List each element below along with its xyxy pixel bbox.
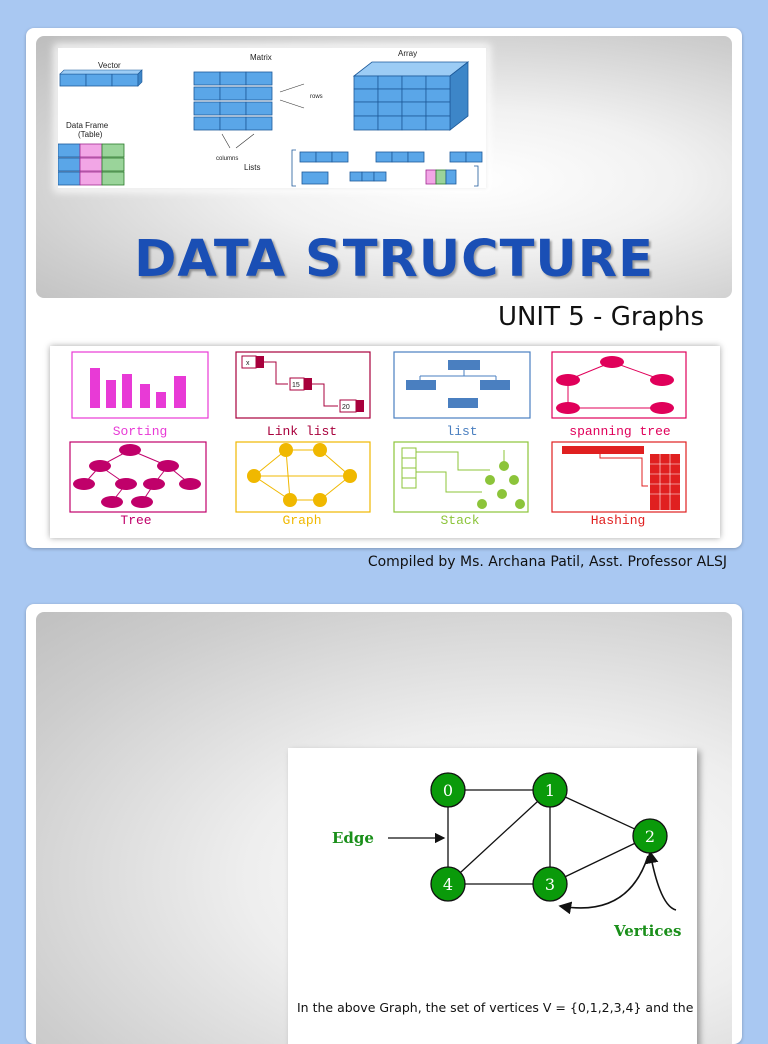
grid-label-linklist: Link list — [267, 424, 337, 439]
tree-graph — [73, 444, 201, 508]
svg-text:20: 20 — [342, 404, 350, 411]
rows-label: rows — [310, 94, 323, 100]
vertex-0: 0 — [430, 772, 466, 808]
grid-label-spanning-tree: spanning tree — [569, 424, 670, 439]
vertex-2: 2 — [632, 818, 668, 854]
data-frame-label: Data Frame — [66, 121, 109, 130]
vertex-3: 3 — [532, 866, 568, 902]
grid-label-hashing: Hashing — [591, 513, 646, 528]
graph-illustration — [247, 443, 357, 507]
vertex-1: 1 — [532, 772, 568, 808]
grid-label-list: list — [446, 424, 477, 439]
columns-label: columns — [216, 156, 238, 162]
edge-label: Edge — [332, 829, 374, 847]
rows-arrow — [279, 83, 305, 93]
graph-frame — [235, 441, 371, 513]
stack-illustration — [401, 447, 525, 509]
title-slide[interactable]: Vector Matrix rows — [26, 28, 742, 548]
graph-diagram: Edge Vertices 0 1 2 3 — [332, 772, 681, 940]
grid-label-tree: Tree — [120, 513, 151, 528]
array-cube — [352, 61, 470, 131]
stack-frame — [393, 441, 529, 513]
spanning-tree-graph — [556, 356, 674, 414]
vertices-label: Vertices — [613, 922, 681, 940]
hashing-frame — [551, 441, 687, 513]
slide-subtitle: UNIT 5 - Graphs — [497, 302, 704, 332]
svg-text:2: 2 — [645, 827, 655, 846]
svg-text:0: 0 — [443, 781, 453, 800]
vector-boxes — [59, 69, 143, 87]
sorting-bars — [90, 368, 186, 408]
svg-text:1: 1 — [545, 781, 555, 800]
data-frame-boxes — [57, 143, 125, 186]
svg-text:15: 15 — [292, 382, 300, 389]
tree-frame — [69, 441, 207, 513]
grid-label-stack: Stack — [440, 513, 479, 528]
linklist-frame — [235, 351, 371, 419]
slide-credit: Compiled by Ms. Archana Patil, Asst. Pro… — [367, 554, 727, 570]
vertices-arrow-a — [645, 850, 677, 911]
matrix-boxes — [193, 71, 273, 131]
vector-label: Vector — [98, 61, 121, 70]
hashing-illustration — [562, 446, 680, 510]
graph-caption: In the above Graph, the set of vertices … — [297, 1000, 694, 1015]
graph-diagram-card: Edge Vertices 0 1 2 3 — [288, 748, 697, 1044]
list-blocks — [406, 360, 510, 408]
vertex-4: 4 — [430, 866, 466, 902]
array-label: Array — [398, 49, 417, 58]
lists-label: Lists — [244, 163, 260, 172]
title-banner: Vector Matrix rows — [36, 36, 732, 298]
matrix-label: Matrix — [250, 53, 272, 62]
data-structures-illustration: Vector Matrix rows — [57, 48, 486, 188]
svg-text:x: x — [246, 360, 250, 367]
lists-boxes — [291, 149, 483, 187]
svg-text:4: 4 — [443, 875, 453, 894]
grid-label-sorting: Sorting — [113, 424, 168, 439]
list-frame — [393, 351, 531, 419]
data-structure-types-illustration: Sorting x 15 20 Link list — [50, 346, 720, 538]
svg-text:3: 3 — [545, 875, 555, 894]
linklist-nodes: x 15 20 — [241, 355, 364, 413]
slide-title: DATA STRUCTURE — [134, 230, 654, 289]
sorting-frame — [71, 351, 209, 419]
vertices-arrow-b — [558, 855, 649, 915]
grid-label-graph: Graph — [282, 513, 321, 528]
graph-slide[interactable]: Edge Vertices 0 1 2 3 — [26, 604, 742, 1044]
table-label: (Table) — [78, 130, 103, 139]
spanning-frame — [551, 351, 687, 419]
